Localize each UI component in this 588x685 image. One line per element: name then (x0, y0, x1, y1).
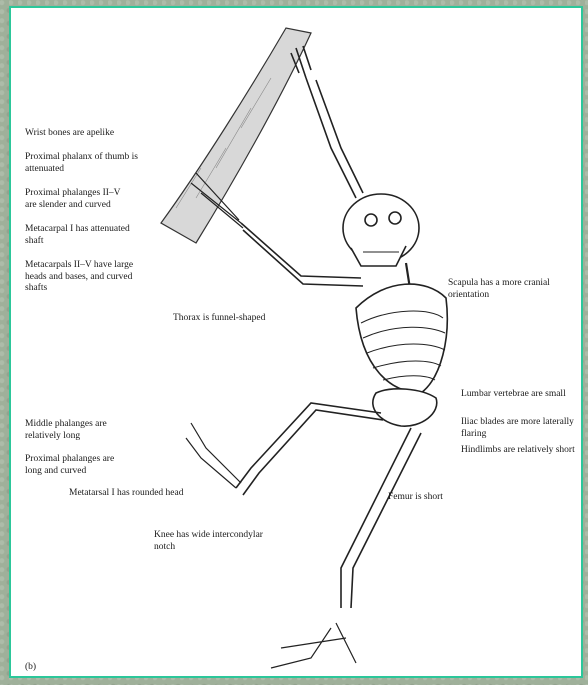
label-metatarsal: Metatarsal I has rounded head (69, 488, 183, 500)
label-proximal-phalanges-foot: Proximal phalanges are long and curved (25, 454, 114, 477)
label-femur: Femur is short (388, 492, 443, 504)
label-scapula: Scapula has a more cranial orientation (448, 278, 550, 301)
label-knee: Knee has wide intercondylar notch (154, 530, 263, 553)
panel-label: (b) (25, 662, 36, 674)
figure-frame: Wrist bones are apelike Proximal phalanx… (9, 6, 583, 678)
tree-branch (161, 28, 311, 243)
label-lumbar: Lumbar vertebrae are small (461, 389, 566, 401)
label-middle-phalanges: Middle phalanges are relatively long (25, 419, 107, 442)
label-proximal-phalanges-hand: Proximal phalanges II–V are slender and … (25, 188, 121, 211)
label-wrist: Wrist bones are apelike (25, 128, 114, 140)
label-thorax: Thorax is funnel-shaped (173, 313, 265, 325)
skeleton-illustration (11, 8, 583, 678)
label-thumb-phalanx: Proximal phalanx of thumb is attenuated (25, 152, 138, 175)
label-metacarpal-i: Metacarpal I has attenuated shaft (25, 224, 130, 247)
label-hindlimbs: Hindlimbs are relatively short (461, 445, 575, 457)
label-metacarpals-ii-v: Metacarpals II–V have large heads and ba… (25, 260, 133, 295)
label-iliac: Iliac blades are more laterally flaring (461, 417, 574, 440)
